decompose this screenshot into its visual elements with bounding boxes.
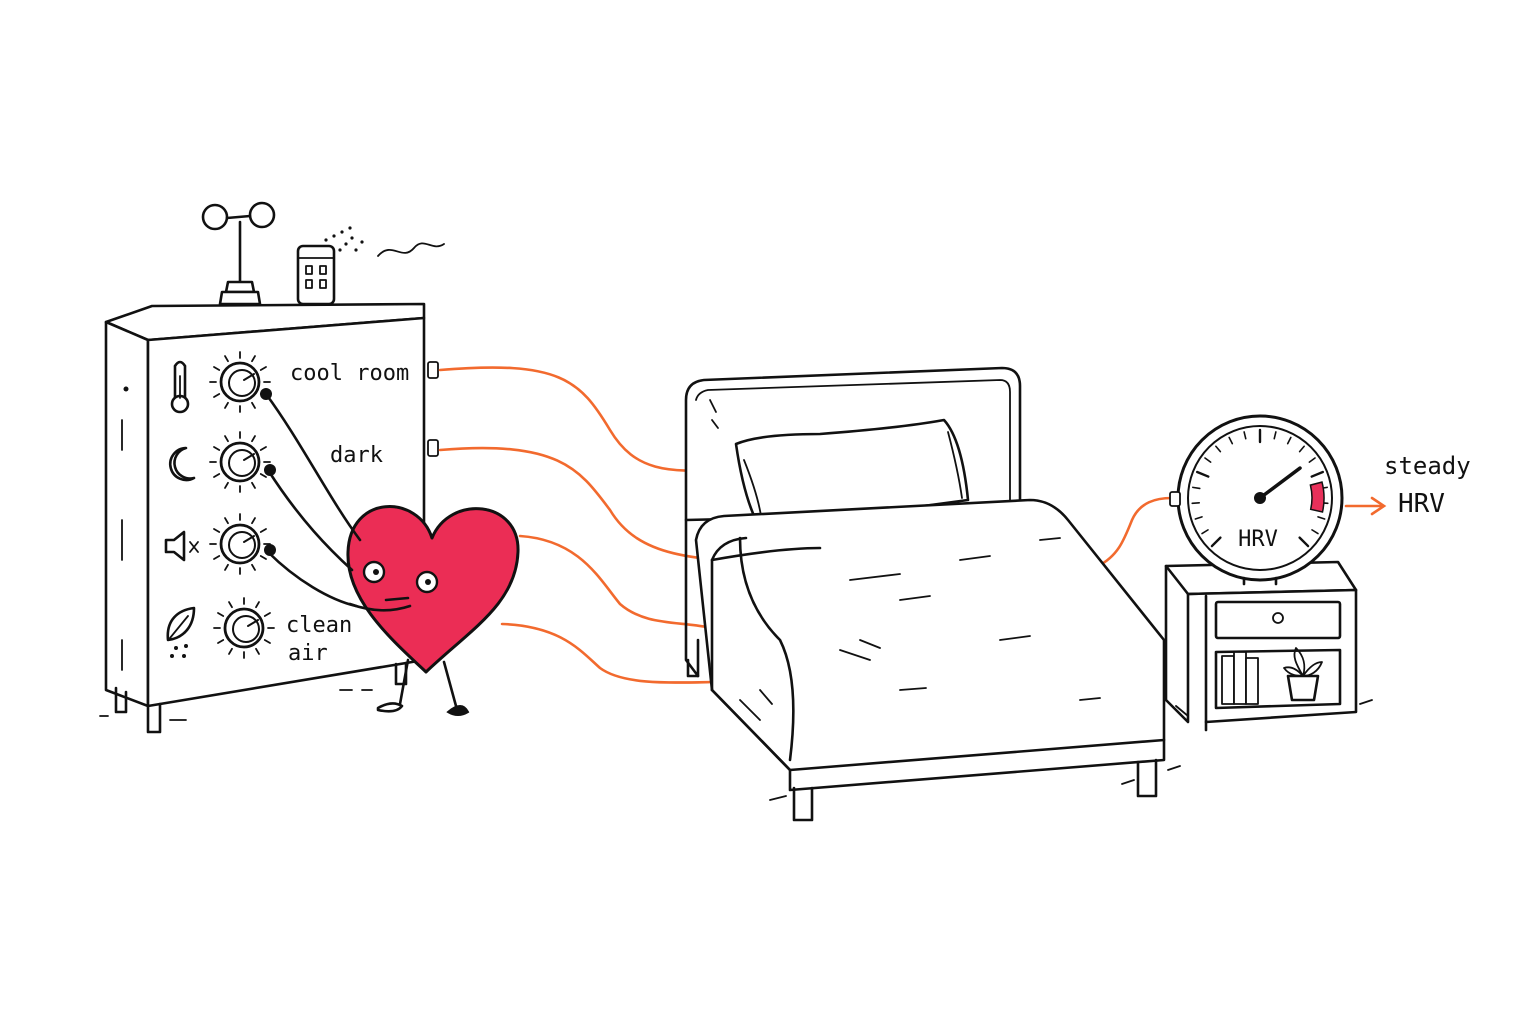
dark-label: dark: [330, 443, 383, 468]
gauge-target-zone: [1309, 481, 1325, 513]
moon-icon: [168, 446, 196, 482]
gauge-hub: [1254, 492, 1266, 504]
leaf-icon: [166, 606, 196, 658]
hrv-result-label: HRV: [1398, 489, 1445, 519]
knob-temperature[interactable]: [209, 351, 271, 413]
gauge-label: HRV: [1238, 527, 1278, 552]
knob-quiet[interactable]: [209, 513, 271, 575]
knob-air[interactable]: [213, 597, 275, 659]
clean-label: clean: [286, 613, 352, 638]
cool-room-label: cool room: [290, 361, 409, 386]
thermometer-icon: [170, 360, 190, 414]
heart-character: [346, 505, 520, 716]
hrv-gauge: HRV: [1169, 414, 1344, 586]
gauge-ticks: [1191, 428, 1329, 548]
air-sensor-icon: [296, 226, 445, 306]
steady-label: steady: [1384, 452, 1471, 480]
control-cabinet: [99, 302, 439, 734]
anemometer-icon: [201, 201, 276, 306]
bed: [684, 366, 1181, 822]
control-knobs: [209, 351, 275, 659]
gauge-needle: [1258, 466, 1302, 500]
nightstand: [1164, 560, 1373, 732]
air-label: air: [288, 641, 328, 666]
speaker-muted-icon: [164, 530, 199, 562]
knob-darkness[interactable]: [209, 431, 271, 493]
knob-cables: [260, 388, 362, 608]
